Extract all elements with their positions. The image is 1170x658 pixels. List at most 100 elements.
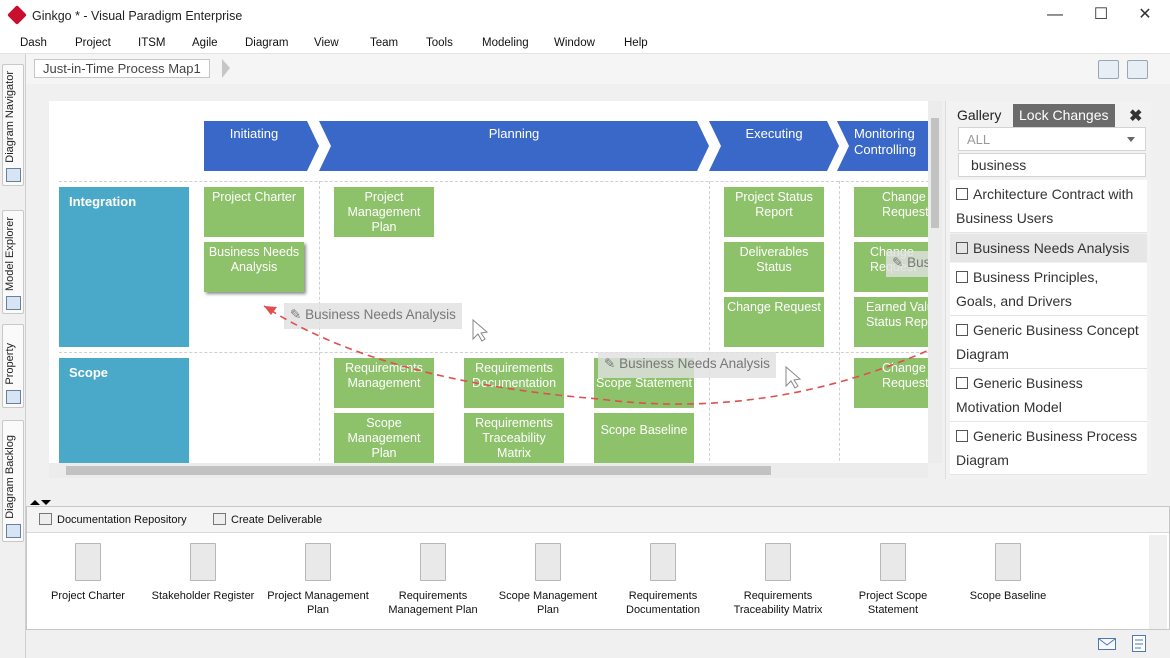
documentation-scrollbar[interactable] <box>1149 535 1167 629</box>
card-deliverables-status[interactable]: Deliverables Status <box>724 242 824 292</box>
card-requirements-traceability-matrix[interactable]: Requirements Traceability Matrix <box>464 413 564 463</box>
gallery-item-label: Generic Business Concept Diagram <box>956 322 1139 362</box>
gallery-item-selected[interactable]: Business Needs Analysis <box>950 234 1147 262</box>
card-requirements-documentation[interactable]: Requirements Documentation <box>464 358 564 408</box>
gallery-panel: Gallery Lock Changes ✖ ALL business Arch… <box>945 101 1151 479</box>
drag-arrowhead-icon <box>264 306 277 315</box>
document-label: Requirements Management Plan <box>388 590 478 616</box>
status-bar <box>26 630 1170 658</box>
card-earned-value-status-report[interactable]: Earned Value Status Report <box>854 297 928 347</box>
notes-icon[interactable] <box>1132 635 1148 653</box>
menu-project[interactable]: Project <box>75 37 111 49</box>
document-item[interactable]: Scope Management Plan <box>488 543 608 617</box>
tab-property[interactable]: Property <box>2 324 24 408</box>
drag-path <box>263 305 928 405</box>
tab-lock-changes[interactable]: Lock Changes <box>1013 104 1115 127</box>
category-select[interactable]: ALL <box>958 127 1146 151</box>
tab-diagram-backlog[interactable]: Diagram Backlog <box>2 420 24 542</box>
phase-planning: Planning <box>488 126 540 141</box>
menu-view[interactable]: View <box>314 37 339 49</box>
document-label: Stakeholder Register <box>151 590 255 602</box>
tab-diagram-navigator[interactable]: Diagram Navigator <box>2 64 24 186</box>
document-item[interactable]: Requirements Documentation <box>603 543 723 617</box>
drag-ghost-label: Business Needs Analysis <box>305 307 456 322</box>
card-requirements-management[interactable]: Requirements Management <box>334 358 434 408</box>
gallery-item[interactable]: Generic Business Motivation Model <box>950 369 1147 422</box>
gallery-item-label: Architecture Contract with Business User… <box>956 186 1134 226</box>
card-business-needs-analysis[interactable]: Business Needs Analysis <box>204 242 304 292</box>
announcement-icon[interactable] <box>1098 60 1119 79</box>
gallery-item-label: Generic Business Process Diagram <box>956 428 1138 468</box>
document-label: Scope Management Plan <box>498 590 598 616</box>
document-item[interactable]: Project Charter <box>28 543 148 603</box>
card-scope-management-plan[interactable]: Scope Management Plan <box>334 413 434 463</box>
document-icon <box>995 543 1021 581</box>
menu-itsm[interactable]: ITSM <box>138 37 166 49</box>
canvas-horizontal-scroll-thumb[interactable] <box>66 466 771 475</box>
card-scope-baseline[interactable]: Scope Baseline <box>594 413 694 463</box>
pane-splitter[interactable] <box>26 496 1170 506</box>
add-icon <box>213 513 226 525</box>
document-label: Project Charter <box>51 590 125 602</box>
document-item[interactable]: Requirements Management Plan <box>373 543 493 617</box>
menu-dash[interactable]: Dash <box>20 37 47 49</box>
phase-arrows <box>204 121 928 171</box>
document-label: Requirements Documentation <box>626 590 700 616</box>
diagram-canvas[interactable]: Initiating Planning Executing Monitoring… <box>49 101 928 463</box>
tab-gallery[interactable]: Gallery <box>957 107 1002 123</box>
mail-icon[interactable] <box>1098 638 1116 650</box>
menu-tools[interactable]: Tools <box>426 37 453 49</box>
lane-scope[interactable]: Scope <box>59 358 189 463</box>
close-button[interactable]: ✕ <box>1138 6 1152 23</box>
menu-agile[interactable]: Agile <box>192 37 218 49</box>
card-project-status-report[interactable]: Project Status Report <box>724 187 824 237</box>
breadcrumb-arrow-icon <box>222 59 230 78</box>
document-icon <box>420 543 446 581</box>
menu-team[interactable]: Team <box>370 37 399 49</box>
tab-model-explorer[interactable]: Model Explorer <box>2 210 24 314</box>
close-icon[interactable]: ✖ <box>1129 108 1143 125</box>
drag-ghost: ✎ Business Needs Analysis <box>284 303 462 329</box>
edit-icon <box>956 430 968 442</box>
create-deliverable-button[interactable]: Create Deliverable <box>213 513 322 526</box>
gallery-item[interactable]: Generic Business Process Diagram <box>950 422 1147 475</box>
lane-integration[interactable]: Integration <box>59 187 189 347</box>
gallery-search-input[interactable]: business <box>958 153 1146 177</box>
gallery-item[interactable]: Business Principles, Goals, and Drivers <box>950 263 1147 316</box>
phase-executing: Executing <box>745 126 803 141</box>
cursor-icon <box>785 365 802 389</box>
document-item[interactable]: Project Scope Statement <box>833 543 953 617</box>
gallery-item[interactable]: Generic Business Concept Diagram <box>950 316 1147 369</box>
menu-diagram[interactable]: Diagram <box>245 37 289 49</box>
documentation-repository-label: Documentation Repository <box>57 514 187 526</box>
property-label: Property <box>4 343 16 385</box>
minimize-button[interactable]: — <box>1047 6 1063 23</box>
lane-divider <box>59 352 928 353</box>
edit-icon <box>956 377 968 389</box>
canvas-vertical-scroll-thumb[interactable] <box>931 118 939 228</box>
diagram-settings-icon[interactable] <box>1127 60 1148 79</box>
document-item[interactable]: Project Management Plan <box>258 543 378 617</box>
card-project-charter[interactable]: Project Charter <box>204 187 304 237</box>
collapse-arrows-icon[interactable] <box>26 497 56 507</box>
menu-window[interactable]: Window <box>554 37 595 49</box>
document-item[interactable]: Stakeholder Register <box>143 543 263 603</box>
chevron-down-icon[interactable] <box>1127 137 1135 142</box>
card-change-request[interactable]: Change Request <box>724 297 824 347</box>
document-item[interactable]: Requirements Traceability Matrix <box>718 543 838 617</box>
card-change-request[interactable]: Change Request <box>854 358 928 408</box>
edit-icon <box>956 242 968 254</box>
gallery-item-label: Business Needs Analysis <box>973 240 1130 256</box>
gallery-item-label: Generic Business Motivation Model <box>956 375 1083 415</box>
document-icon <box>765 543 791 581</box>
breadcrumb-bar: Just-in-Time Process Map1 <box>26 54 1170 84</box>
menu-modeling[interactable]: Modeling <box>482 37 529 49</box>
maximize-button[interactable]: ☐ <box>1093 6 1109 23</box>
card-project-management-plan[interactable]: Project Management Plan <box>334 187 434 237</box>
gallery-item[interactable]: Architecture Contract with Business User… <box>950 180 1147 233</box>
card-change-request[interactable]: Change Request <box>854 187 928 237</box>
breadcrumb[interactable]: Just-in-Time Process Map1 <box>34 59 210 78</box>
documentation-repository-button[interactable]: Documentation Repository <box>39 513 187 526</box>
document-item[interactable]: Scope Baseline <box>948 543 1068 603</box>
menu-help[interactable]: Help <box>624 37 648 49</box>
